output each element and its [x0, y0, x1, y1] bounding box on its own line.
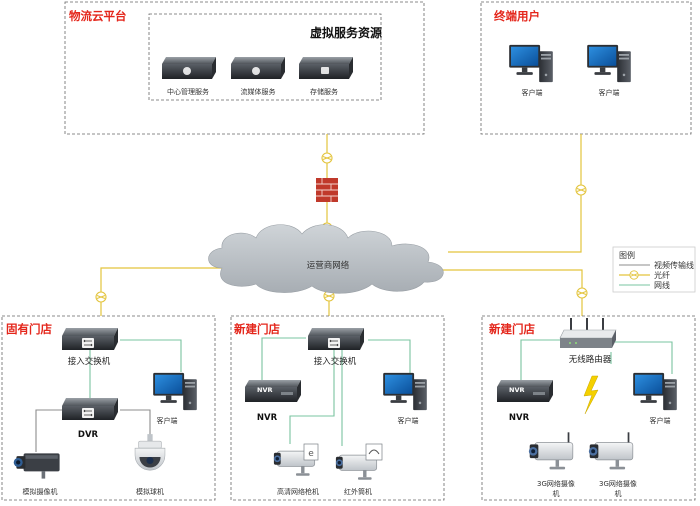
- new1-client-label: 客户端: [398, 416, 419, 425]
- new1-nvr-label: NVR: [257, 413, 278, 423]
- legend: 图例 视频传输线 光纤 网线: [612, 246, 696, 293]
- analog-dome-camera[interactable]: [134, 434, 166, 471]
- hd-camera-label: 高清网络枪机: [277, 487, 319, 496]
- analog-camera-label: 模拟摄像机: [23, 487, 58, 496]
- management-server-label: 中心管理服务: [167, 87, 209, 96]
- analog-camera[interactable]: [13, 453, 60, 479]
- terminal-client-2[interactable]: [587, 44, 631, 83]
- legend-title: 图例: [619, 250, 635, 260]
- store-new-2-title: 新建门店: [489, 322, 535, 336]
- legend-ethernet: 网线: [654, 280, 670, 290]
- terminal-client-1-label: 客户端: [522, 88, 543, 97]
- new2-client[interactable]: [633, 372, 677, 411]
- cloud-platform-panel: 物流云平台 虚拟服务资源 中心管理服务 流媒体服务 存储服务: [64, 1, 425, 135]
- infrared-bullet-camera[interactable]: [335, 443, 383, 481]
- wireless-router[interactable]: [559, 318, 617, 349]
- new2-nvr-label: NVR: [509, 413, 530, 423]
- streaming-server[interactable]: [231, 57, 285, 79]
- new1-switch-label: 接入交换机: [314, 356, 357, 367]
- legend-fiber: 光纤: [654, 270, 670, 280]
- new2-nvr[interactable]: NVR: [497, 380, 553, 402]
- carrier-network-cloud: 运营商网络: [208, 224, 444, 294]
- wireless-link-icon: [583, 375, 599, 415]
- store-new-1-panel: 新建门店 接入交换机 NVR NVR 客户端 e 高清网络枪机 红外筒机: [230, 315, 445, 501]
- new1-nvr-device-text: NVR: [257, 386, 272, 394]
- firewall-icon: [316, 178, 338, 202]
- new1-access-switch[interactable]: [307, 327, 365, 351]
- terminal-client-2-label: 客户端: [599, 88, 620, 97]
- existing-access-switch[interactable]: [61, 327, 119, 351]
- hd-network-bullet-camera[interactable]: e: [273, 443, 319, 477]
- 3g-camera-1-label-line2: 机: [553, 489, 560, 498]
- existing-dvr-label: DVR: [78, 430, 99, 440]
- terminal-users-title: 终端用户: [494, 9, 540, 23]
- 3g-camera-2[interactable]: [588, 432, 634, 470]
- new2-client-label: 客户端: [650, 416, 671, 425]
- 3g-camera-1[interactable]: [528, 432, 574, 470]
- storage-server[interactable]: [299, 57, 353, 79]
- new1-nvr[interactable]: NVR: [245, 380, 301, 402]
- ir-camera-label: 红外筒机: [344, 487, 372, 496]
- new1-client[interactable]: [383, 372, 427, 411]
- existing-switch-label: 接入交换机: [68, 356, 111, 367]
- management-server[interactable]: [162, 57, 216, 79]
- cloud-platform-title: 物流云平台: [69, 9, 127, 23]
- storage-server-label: 存储服务: [310, 87, 338, 96]
- streaming-server-label: 流媒体服务: [241, 87, 276, 96]
- 3g-camera-1-label-line1: 3G网络摄像: [537, 479, 575, 488]
- existing-client[interactable]: [153, 372, 197, 411]
- terminal-users-panel: 终端用户 客户端 客户端: [480, 1, 692, 135]
- 3g-camera-2-label-line2: 机: [615, 489, 622, 498]
- store-existing-title: 固有门店: [6, 322, 52, 336]
- terminal-client-1[interactable]: [509, 44, 553, 83]
- svg-text:e: e: [308, 449, 314, 459]
- 3g-camera-2-label-line1: 3G网络摄像: [599, 479, 637, 488]
- existing-client-label: 客户端: [157, 416, 178, 425]
- router-label: 无线路由器: [569, 354, 612, 365]
- analog-dome-camera-label: 模拟球机: [136, 487, 164, 496]
- store-new-2-panel: 新建门店 无线路由器 NVR NVR 客户端 3G网络摄像 机 3G网络摄像 机: [481, 315, 696, 501]
- virtual-resources-group: 虚拟服务资源 中心管理服务 流媒体服务 存储服务: [148, 13, 382, 101]
- existing-dvr[interactable]: [61, 397, 119, 421]
- carrier-network-label: 运营商网络: [307, 260, 350, 271]
- virtual-resources-title: 虚拟服务资源: [310, 25, 382, 40]
- legend-video-line: 视频传输线: [654, 260, 694, 270]
- new2-nvr-device-text: NVR: [509, 386, 524, 394]
- store-existing-panel: 固有门店 接入交换机 DVR 客户端 模拟摄像机 模拟球机: [1, 315, 216, 501]
- store-new-1-title: 新建门店: [234, 322, 280, 336]
